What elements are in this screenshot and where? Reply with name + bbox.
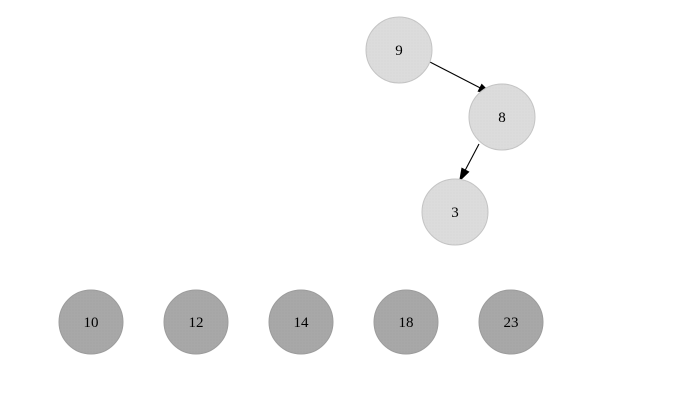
- tree-node-8[interactable]: 8: [468, 83, 536, 151]
- list-node-14[interactable]: 14: [268, 289, 334, 355]
- graph-edge: [427, 60, 492, 94]
- node-circle[interactable]: [468, 83, 536, 151]
- node-circle[interactable]: [478, 289, 544, 355]
- tree-node-3[interactable]: 3: [421, 178, 489, 246]
- graph-edge: [459, 143, 480, 182]
- node-circle[interactable]: [373, 289, 439, 355]
- node-circle[interactable]: [421, 178, 489, 246]
- list-nodes-layer: 10 12 14 18 23: [58, 289, 544, 355]
- node-label: 14: [294, 315, 310, 331]
- node-label: 23: [504, 315, 519, 331]
- edge-line: [464, 143, 480, 172]
- list-node-18[interactable]: 18: [373, 289, 439, 355]
- list-node-12[interactable]: 12: [163, 289, 229, 355]
- node-label: 18: [399, 315, 414, 331]
- node-circle[interactable]: [163, 289, 229, 355]
- node-label: 9: [395, 43, 403, 59]
- node-label: 12: [189, 315, 204, 331]
- tree-nodes-layer: 9 8 3: [365, 16, 536, 246]
- node-circle[interactable]: [365, 16, 433, 84]
- node-circle[interactable]: [268, 289, 334, 355]
- node-circle[interactable]: [58, 289, 124, 355]
- edge-arrowhead: [459, 167, 470, 182]
- node-label: 8: [498, 110, 506, 126]
- node-label: 3: [451, 205, 459, 221]
- list-node-10[interactable]: 10: [58, 289, 124, 355]
- tree-node-9[interactable]: 9: [365, 16, 433, 84]
- list-node-23[interactable]: 23: [478, 289, 544, 355]
- node-label: 10: [84, 315, 99, 331]
- edge-line: [427, 60, 482, 89]
